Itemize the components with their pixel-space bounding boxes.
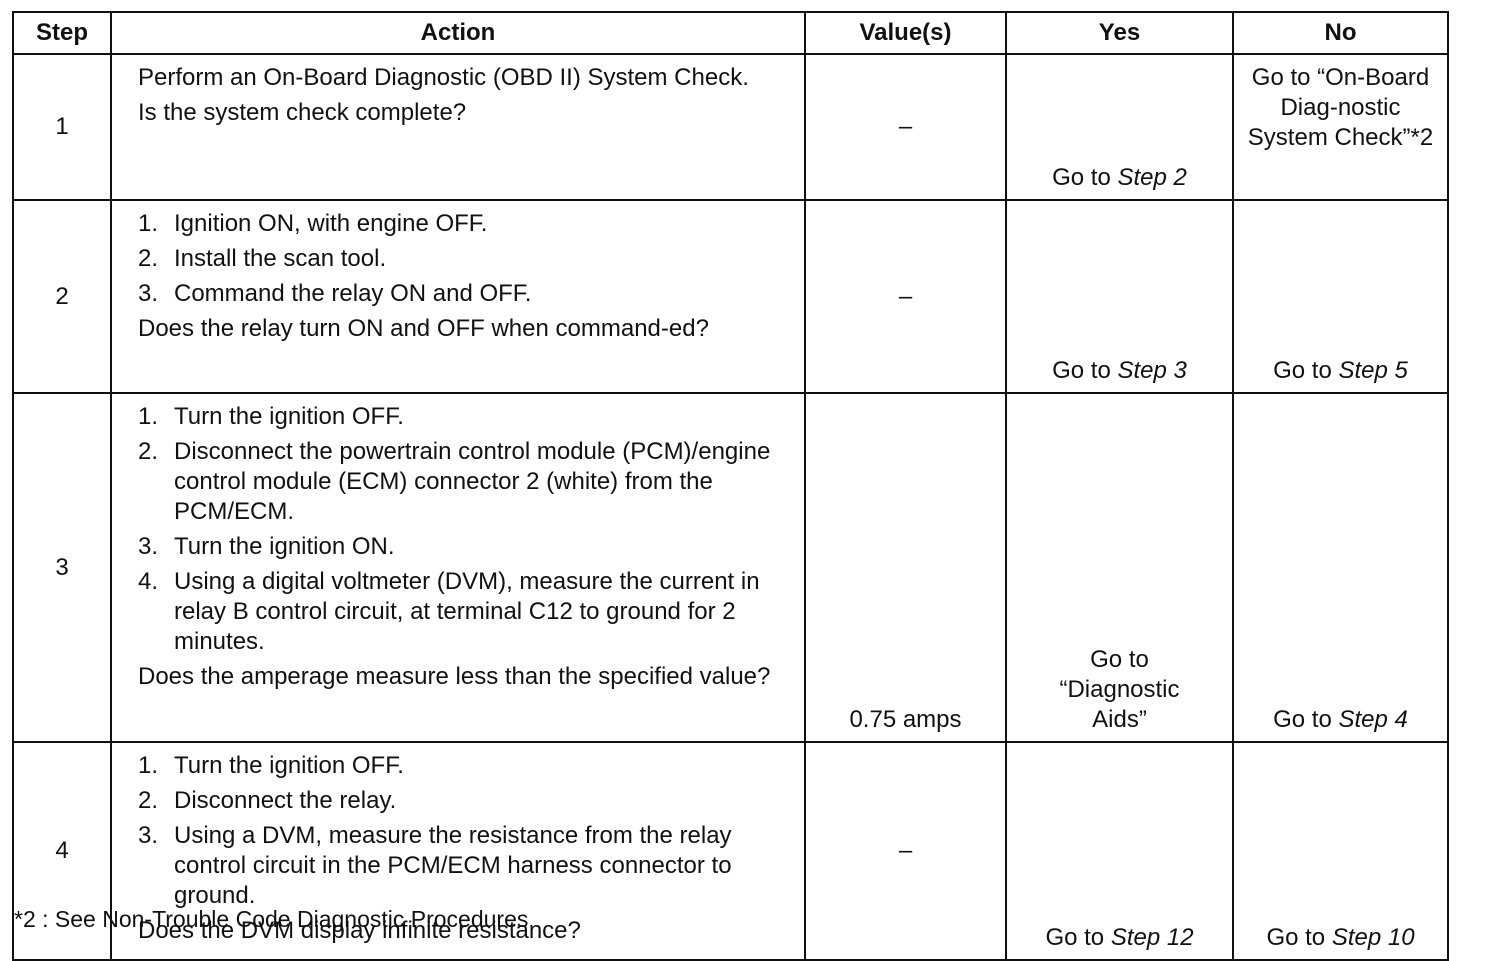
no-link[interactable]: Go to “On-Board Diag-nostic System Check… <box>1247 64 1434 151</box>
action-item: 3.Command the relay ON and OFF. <box>138 280 532 307</box>
footnote: *2 : See Non-Trouble Code Diagnostic Pro… <box>14 906 529 932</box>
table-row: 4 1.Turn the ignition OFF. 2.Disconnect … <box>12 741 1449 961</box>
value-text: 0.75 amps <box>849 706 962 733</box>
action-cell: 1.Turn the ignition OFF. 2.Disconnect th… <box>110 741 806 961</box>
action-item: 2.Disconnect the powertrain control modu… <box>138 438 771 525</box>
yes-link[interactable]: Go to Step 3 <box>1052 357 1187 384</box>
action-item: 2.Install the scan tool. <box>138 245 387 272</box>
diagnostic-table: Step Action Value(s) Yes No 1 Perform an… <box>12 11 1449 961</box>
yes-cell: Go to Step 12 <box>1005 741 1234 961</box>
table-row: 3 1.Turn the ignition OFF. 2.Disconnect … <box>12 392 1449 743</box>
action-item: 2.Disconnect the relay. <box>138 787 397 814</box>
value-text: – <box>898 837 913 864</box>
step-number: 3 <box>12 392 112 743</box>
action-item: 1.Turn the ignition OFF. <box>138 752 404 779</box>
action-item: 3.Using a DVM, measure the resistance fr… <box>138 822 732 909</box>
action-cell: Perform an On-Board Diagnostic (OBD II) … <box>110 53 806 201</box>
yes-link[interactable]: Go to Step 12 <box>1045 924 1194 951</box>
header-value: Value(s) <box>804 11 1007 55</box>
value-cell: – <box>804 741 1007 961</box>
value-cell: – <box>804 199 1007 394</box>
action-item: 1.Ignition ON, with engine OFF. <box>138 210 488 237</box>
action-item: 1.Turn the ignition OFF. <box>138 403 404 430</box>
yes-link[interactable]: Go to “Diagnostic Aids” <box>1059 646 1180 733</box>
header-action: Action <box>110 11 806 55</box>
table-header-row: Step Action Value(s) Yes No <box>12 11 1449 55</box>
action-cell: 1.Turn the ignition OFF. 2.Disconnect th… <box>110 392 806 743</box>
step-number: 4 <box>12 741 112 961</box>
no-link[interactable]: Go to Step 4 <box>1273 706 1408 733</box>
step-number: 1 <box>12 53 112 201</box>
no-link[interactable]: Go to Step 5 <box>1273 357 1408 384</box>
no-cell: Go to Step 4 <box>1232 392 1449 743</box>
no-cell: Go to “On-Board Diag-nostic System Check… <box>1232 53 1449 201</box>
table-row: 1 Perform an On-Board Diagnostic (OBD II… <box>12 53 1449 201</box>
value-cell: – <box>804 53 1007 201</box>
yes-link[interactable]: Go to Step 2 <box>1052 164 1187 191</box>
yes-cell: Go to “Diagnostic Aids” <box>1005 392 1234 743</box>
table-row: 2 1.Ignition ON, with engine OFF. 2.Inst… <box>12 199 1449 394</box>
no-cell: Go to Step 5 <box>1232 199 1449 394</box>
action-question: Does the amperage measure less than the … <box>138 663 771 690</box>
no-cell: Go to Step 10 <box>1232 741 1449 961</box>
document-page: Step Action Value(s) Yes No 1 Perform an… <box>12 11 1449 961</box>
header-step: Step <box>12 11 112 55</box>
action-question: Does the relay turn ON and OFF when comm… <box>138 315 709 342</box>
action-text: Perform an On-Board Diagnostic (OBD II) … <box>138 64 749 91</box>
header-no: No <box>1232 11 1449 55</box>
value-text: – <box>898 113 913 140</box>
action-item: 4.Using a digital voltmeter (DVM), measu… <box>138 568 760 655</box>
yes-cell: Go to Step 3 <box>1005 199 1234 394</box>
action-item: 3.Turn the ignition ON. <box>138 533 395 560</box>
yes-cell: Go to Step 2 <box>1005 53 1234 201</box>
value-cell: 0.75 amps <box>804 392 1007 743</box>
action-question: Is the system check complete? <box>138 99 467 126</box>
step-number: 2 <box>12 199 112 394</box>
header-yes: Yes <box>1005 11 1234 55</box>
no-link[interactable]: Go to Step 10 <box>1266 924 1415 951</box>
value-text: – <box>898 282 913 310</box>
action-cell: 1.Ignition ON, with engine OFF. 2.Instal… <box>110 199 806 394</box>
